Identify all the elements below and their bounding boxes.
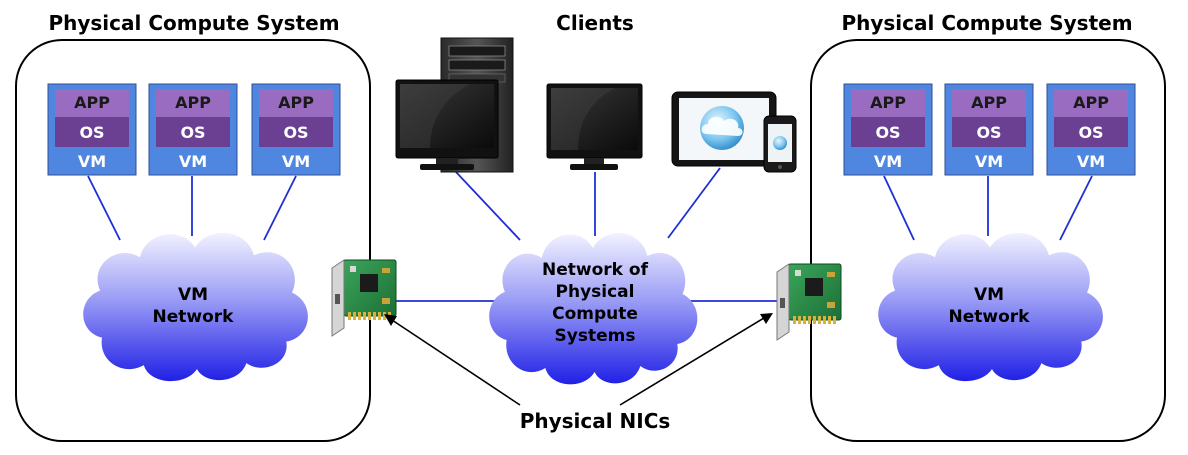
- right-physical-system-frame: [810, 39, 1166, 442]
- nic-pointer-arrows: [384, 313, 773, 406]
- vm-label: VM: [975, 152, 1003, 171]
- vm-label: VM: [282, 152, 310, 171]
- cloud-label-line-1: VM: [974, 285, 1004, 305]
- right-vm-1: APP OS VM: [843, 83, 933, 176]
- os-label: OS: [180, 123, 205, 142]
- app-label: APP: [175, 93, 211, 112]
- cloud-label-line-1: Network of: [542, 260, 649, 280]
- monitor-icon: [546, 83, 643, 170]
- left-nic-card-icon: [331, 259, 397, 337]
- left-vm-network-cloud: VM Network: [83, 232, 308, 382]
- app-label: APP: [74, 93, 110, 112]
- cloud-label-line-4: Systems: [555, 326, 636, 346]
- left-physical-system-frame: [15, 39, 371, 442]
- os-label: OS: [875, 123, 900, 142]
- tablet-icon: [671, 91, 777, 167]
- left-system-title: Physical Compute System: [48, 11, 339, 35]
- physical-network-cloud: Network of Physical Compute Systems: [489, 233, 698, 385]
- vm-label: VM: [1077, 152, 1105, 171]
- cloud-label-line-1: VM: [178, 285, 208, 305]
- monitor-icon: [395, 79, 499, 170]
- right-vm-3: APP OS VM: [1046, 83, 1136, 176]
- vm-label: VM: [874, 152, 902, 171]
- right-vm-2: APP OS VM: [944, 83, 1034, 176]
- right-system-title: Physical Compute System: [841, 11, 1132, 35]
- cloud-label-line-2: Network: [153, 307, 235, 327]
- phone-icon: [763, 115, 797, 173]
- cloud-label-line-2: Network: [949, 307, 1031, 327]
- app-label: APP: [1073, 93, 1109, 112]
- left-vm-2: APP OS VM: [148, 83, 238, 176]
- os-label: OS: [976, 123, 1001, 142]
- left-vm-1: APP OS VM: [47, 83, 137, 176]
- clients-title: Clients: [556, 11, 634, 35]
- left-vm-3: APP OS VM: [251, 83, 341, 176]
- os-label: OS: [79, 123, 104, 142]
- cloud-label-line-2: Physical: [556, 282, 635, 302]
- right-nic-card-icon: [776, 263, 842, 341]
- vm-label: VM: [78, 152, 106, 171]
- network-links: [87, 167, 1093, 302]
- app-label: APP: [870, 93, 906, 112]
- cloud-label-line-3: Compute: [552, 304, 638, 324]
- os-label: OS: [1078, 123, 1103, 142]
- nics-label: Physical NICs: [520, 409, 671, 433]
- right-vm-network-cloud: VM Network: [878, 232, 1103, 382]
- vm-label: VM: [179, 152, 207, 171]
- cloud-app-icon: [700, 106, 744, 150]
- app-label: APP: [971, 93, 1007, 112]
- app-label: APP: [278, 93, 314, 112]
- os-label: OS: [283, 123, 308, 142]
